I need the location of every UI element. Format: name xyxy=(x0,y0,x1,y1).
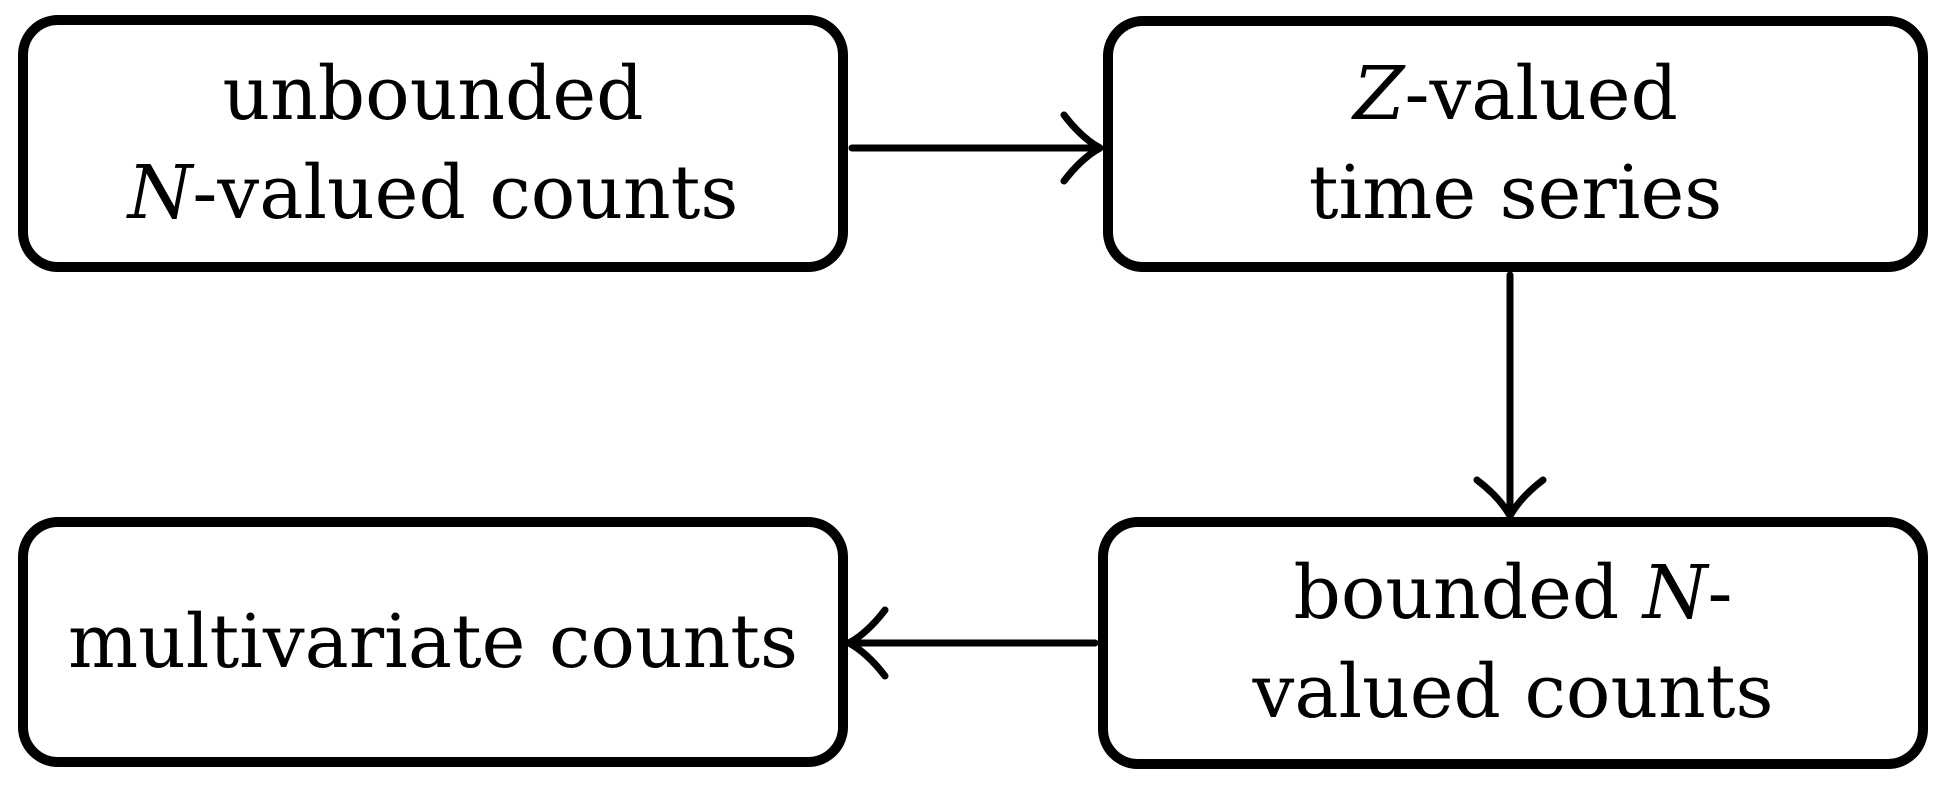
node-label-line: valued counts xyxy=(1253,643,1774,742)
arrowhead-right-icon xyxy=(1060,111,1104,185)
node-unbounded-n-valued-counts: unbounded N-valued counts xyxy=(18,15,848,272)
node-label-text: time series xyxy=(1308,150,1723,236)
node-label-text: bounded xyxy=(1293,550,1643,636)
node-label-text: unbounded xyxy=(222,50,644,137)
arrow-bounded-to-multivariate xyxy=(845,606,1099,680)
node-label-line: unbounded xyxy=(222,45,643,144)
node-label-text: -valued xyxy=(1404,51,1678,137)
node-label-line: time series xyxy=(1309,144,1722,243)
script-capital-n-symbol: N xyxy=(127,149,193,236)
arrow-unbounded-to-zvalued xyxy=(848,111,1104,185)
arrow-zvalued-to-bounded xyxy=(1473,271,1547,520)
node-multivariate-counts: multivariate counts xyxy=(18,517,848,767)
script-capital-z-symbol: Z xyxy=(1353,51,1405,137)
script-capital-n-symbol: N xyxy=(1642,550,1708,636)
node-label-text: valued counts xyxy=(1252,649,1774,735)
node-z-valued-time-series: Z-valued time series xyxy=(1103,16,1928,272)
node-label-line: Z-valued xyxy=(1353,45,1678,144)
node-label-line: multivariate counts xyxy=(68,593,798,692)
node-label-line: bounded N- xyxy=(1293,544,1732,643)
node-label-text: -valued counts xyxy=(192,149,739,236)
arrowhead-left-icon xyxy=(845,606,889,680)
node-label-text: multivariate counts xyxy=(67,598,799,685)
node-bounded-n-valued-counts: bounded N- valued counts xyxy=(1098,517,1928,769)
node-label-line: N-valued counts xyxy=(128,144,739,243)
arrowhead-down-icon xyxy=(1473,476,1547,520)
node-label-text: - xyxy=(1707,550,1733,636)
